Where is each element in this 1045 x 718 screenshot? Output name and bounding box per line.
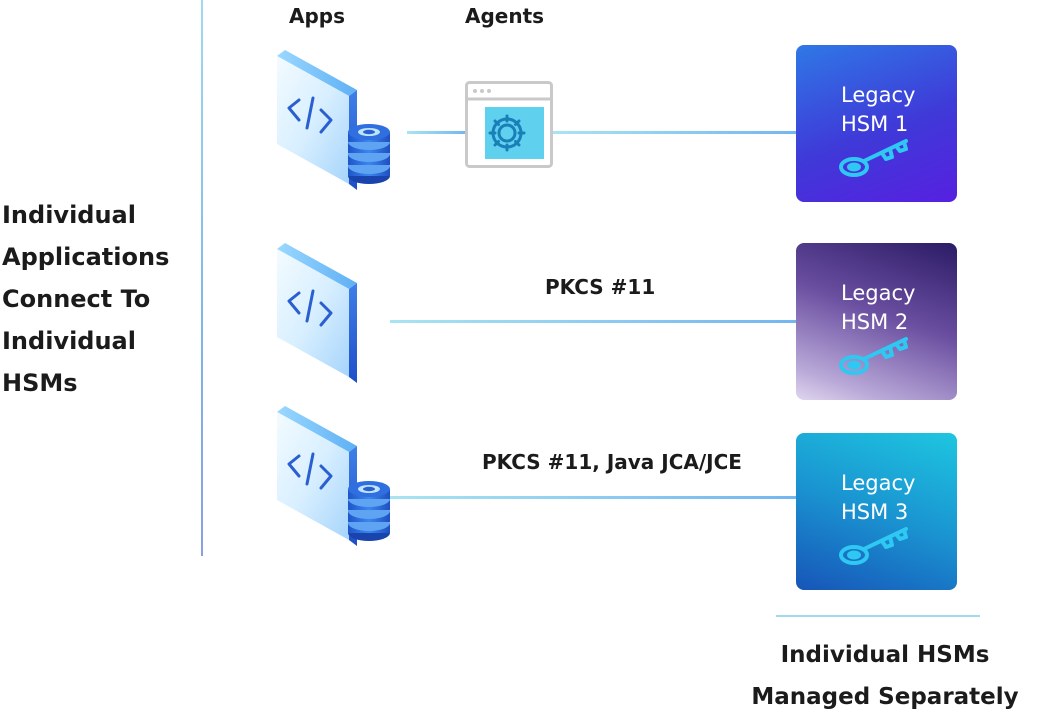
database-icon xyxy=(346,481,392,543)
agent-gear-icon xyxy=(465,81,553,168)
hsm-label-line: Legacy xyxy=(841,471,916,495)
connector-line xyxy=(390,496,797,499)
key-icon xyxy=(836,523,916,573)
bottom-divider xyxy=(776,615,980,617)
hsm-label-line: Legacy xyxy=(841,83,916,107)
hsm-2-box: Legacy HSM 2 xyxy=(796,243,957,400)
vertical-divider xyxy=(201,0,203,556)
key-icon xyxy=(836,135,916,185)
bottom-caption: Individual HSMs Managed Separately xyxy=(740,634,1030,718)
left-caption-line: Individual xyxy=(2,327,136,355)
code-window-icon xyxy=(277,406,357,546)
connector-line xyxy=(407,131,466,134)
left-caption-line: Connect To xyxy=(2,285,151,313)
hsm-label-line: HSM 3 xyxy=(841,500,909,524)
hsm-label-line: HSM 1 xyxy=(841,112,909,136)
database-icon xyxy=(346,124,392,186)
connection-label: PKCS #11 xyxy=(545,275,656,299)
hsm-label: Legacy HSM 1 xyxy=(841,81,915,139)
code-window-icon xyxy=(277,243,357,383)
apps-header: Apps xyxy=(289,4,346,28)
agents-header: Agents xyxy=(465,4,545,28)
key-icon xyxy=(836,333,916,383)
hsm-1-box: Legacy HSM 1 xyxy=(796,45,957,202)
left-caption-line: HSMs xyxy=(2,369,78,397)
hsm-label-line: Legacy xyxy=(841,281,916,305)
hsm-label: Legacy HSM 2 xyxy=(841,279,915,337)
connector-line xyxy=(553,131,797,134)
hsm-label-line: HSM 2 xyxy=(841,310,909,334)
hsm-3-box: Legacy HSM 3 xyxy=(796,433,957,590)
hsm-label: Legacy HSM 3 xyxy=(841,469,915,527)
code-window-icon xyxy=(277,50,357,190)
connection-label: PKCS #11, Java JCA/JCE xyxy=(482,450,742,474)
left-caption-line: Applications xyxy=(2,243,170,271)
connector-line xyxy=(390,320,797,323)
left-caption-line: Individual xyxy=(2,201,136,229)
bottom-caption-line: Individual HSMs xyxy=(780,642,990,668)
bottom-caption-line: Managed Separately xyxy=(751,684,1019,710)
left-caption: Individual Applications Connect To Indiv… xyxy=(2,194,192,404)
